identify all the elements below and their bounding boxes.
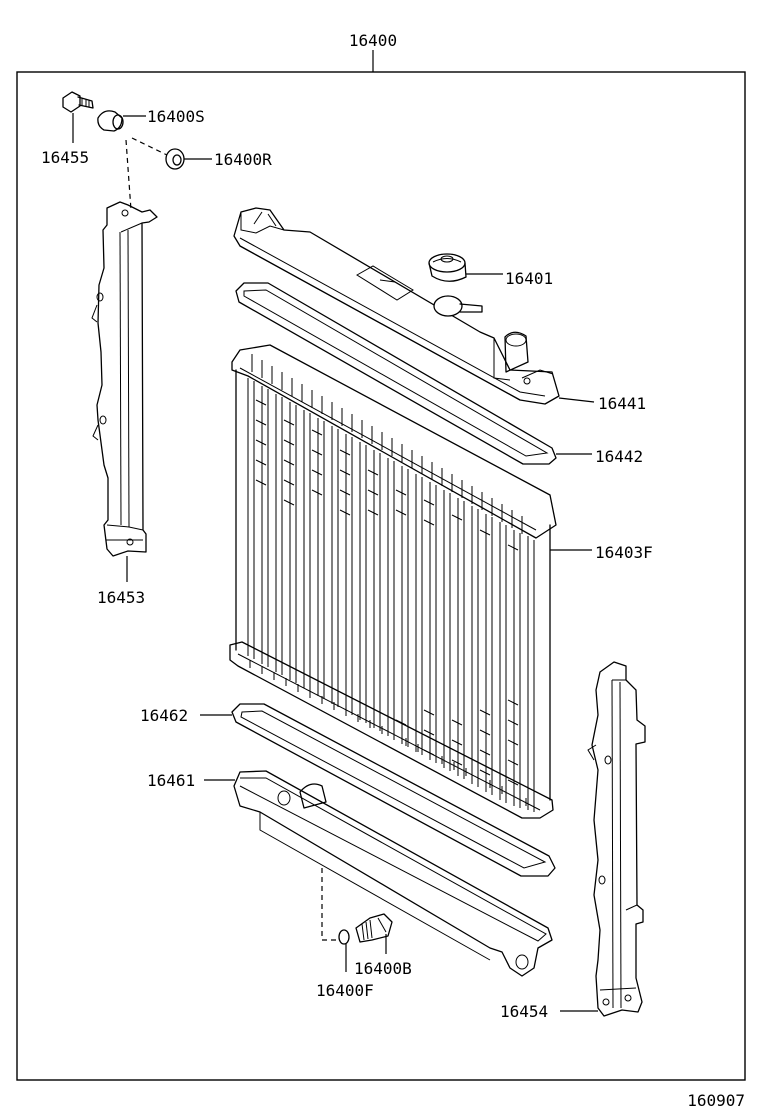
support-16453[interactable] xyxy=(91,201,158,557)
upper-gasket-16442[interactable] xyxy=(235,282,557,465)
bolt-16455[interactable] xyxy=(62,91,94,113)
label-16462: 16462 xyxy=(140,706,188,725)
label-16400B: 16400B xyxy=(354,959,412,978)
label-16461: 16461 xyxy=(147,771,195,790)
core-tubes xyxy=(247,378,535,812)
support-16454[interactable] xyxy=(587,661,646,1017)
label-16403F: 16403F xyxy=(595,543,653,562)
radiator-cap-16401[interactable] xyxy=(428,253,467,282)
label-16442: 16442 xyxy=(595,447,643,466)
label-16400F: 16400F xyxy=(316,981,374,1000)
core-fins xyxy=(255,399,519,786)
lower-gasket-16462[interactable] xyxy=(231,703,556,877)
label-16455: 16455 xyxy=(41,148,89,167)
upper-tank-16441[interactable] xyxy=(233,207,560,405)
drain-cock-16400B[interactable] xyxy=(355,913,393,943)
label-16400S: 16400S xyxy=(147,107,205,126)
cushion-16400S[interactable] xyxy=(97,110,124,132)
lower-tank-16461[interactable] xyxy=(233,770,553,977)
label-16400R: 16400R xyxy=(214,150,272,169)
core-top-teeth xyxy=(251,354,523,534)
assembly-number: 16400 xyxy=(349,31,397,50)
illustration-number: 160907 xyxy=(687,1091,745,1110)
label-16441: 16441 xyxy=(598,394,646,413)
label-16453: 16453 xyxy=(97,588,145,607)
cushion-16400R[interactable] xyxy=(165,148,185,170)
o-ring-16400F[interactable] xyxy=(338,929,350,945)
core-bottom-teeth xyxy=(249,660,527,806)
radiator-core-16403F[interactable] xyxy=(229,344,557,819)
assembly-frame xyxy=(16,71,746,1081)
label-16401: 16401 xyxy=(505,269,553,288)
label-16454: 16454 xyxy=(500,1002,548,1021)
